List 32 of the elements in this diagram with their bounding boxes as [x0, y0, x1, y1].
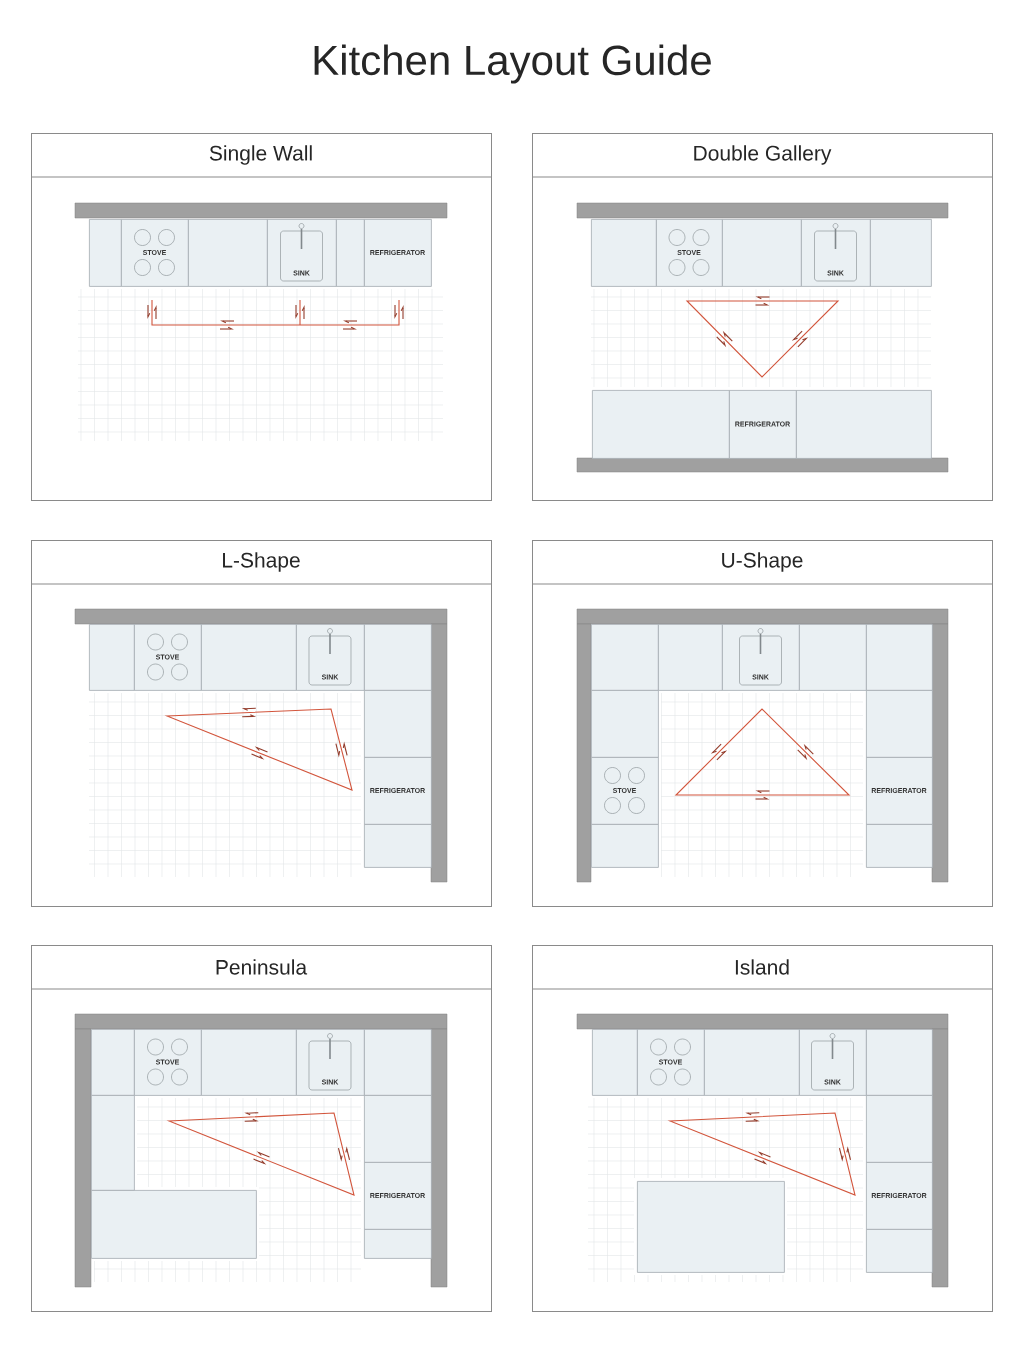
cabinet — [91, 1029, 135, 1096]
cabinet — [799, 624, 867, 691]
cabinet — [637, 1181, 785, 1273]
cabinet — [201, 624, 297, 691]
cabinet — [364, 1229, 432, 1259]
cabinet — [592, 1029, 638, 1096]
cabinet — [89, 219, 122, 287]
cabinet — [364, 824, 432, 868]
cabinet — [591, 690, 659, 758]
cabinet — [364, 690, 432, 758]
title: Kitchen Layout Guide — [314, 44, 711, 84]
cabinet — [866, 690, 933, 758]
cabinet — [591, 824, 659, 868]
cabinet — [722, 219, 802, 287]
cabinet — [866, 1095, 933, 1163]
cabinet — [704, 1029, 800, 1096]
cabinet — [658, 624, 723, 691]
cabinet — [364, 624, 432, 691]
cabinet — [866, 624, 933, 691]
cabinet — [188, 219, 268, 287]
cabinet — [866, 1229, 933, 1273]
cabinet — [89, 624, 135, 691]
cabinet — [201, 1029, 297, 1096]
cabinet — [364, 1029, 432, 1096]
cabinet — [870, 219, 932, 287]
cabinet — [364, 1095, 432, 1163]
cabinet — [336, 219, 365, 287]
cabinet — [591, 624, 659, 691]
cabinet — [591, 219, 657, 287]
cabinet — [866, 1029, 933, 1096]
cabinet — [866, 824, 933, 868]
cabinet — [91, 1095, 135, 1191]
